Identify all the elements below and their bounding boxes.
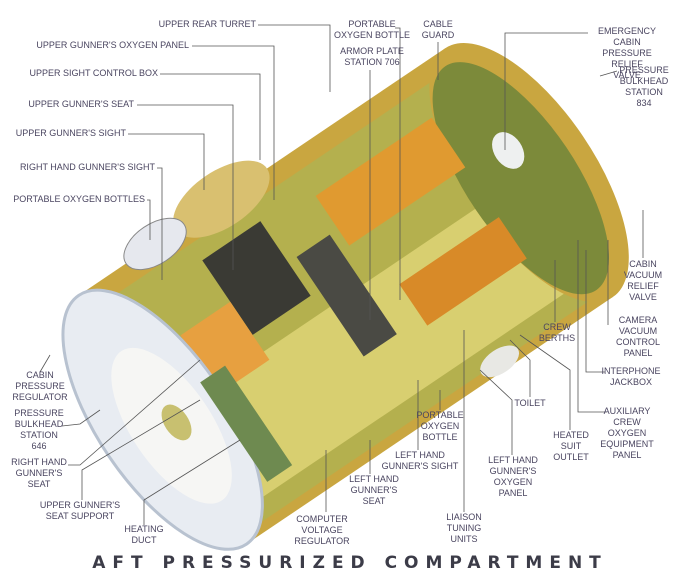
upper-gunner-seat <box>180 301 270 394</box>
label-camera-vacuum-control-panel: CAMERA VACUUM CONTROL PANEL <box>615 315 661 358</box>
label-portable-oxygen-bottle-top: PORTABLE OXYGEN BOTTLE <box>333 19 411 40</box>
label-upper-gunner-seat-support: UPPER GUNNER'S SEAT SUPPORT <box>39 500 121 521</box>
label-pressure-bulkhead-834: PRESSURE BULKHEAD STATION 834 <box>619 65 669 108</box>
label-auxiliary-crew-oxygen: AUXILIARY CREW OXYGEN EQUIPMENT PANEL <box>600 406 654 460</box>
label-heated-suit-outlet: HEATED SUIT OUTLET <box>553 430 589 462</box>
liaison-tuning-rack <box>296 234 397 357</box>
crew-berths <box>315 117 466 246</box>
label-cable-guard: CABLE GUARD <box>421 19 455 40</box>
leader-lines <box>39 24 644 525</box>
label-portable-oxygen-bottle-bottom: PORTABLE OXYGEN BOTTLE <box>416 410 464 442</box>
label-upper-gunner-oxygen-panel: UPPER GUNNER'S OXYGEN PANEL <box>36 40 189 50</box>
label-liaison-tuning-units: LIAISON TUNING UNITS <box>446 512 482 544</box>
equipment-rack <box>202 221 311 335</box>
label-right-hand-gunner-sight: RIGHT HAND GUNNER'S SIGHT <box>19 162 155 172</box>
bulkhead-hatch <box>492 132 525 169</box>
toilet <box>480 345 520 378</box>
label-left-hand-gunner-seat: LEFT HAND GUNNER'S SEAT <box>349 474 399 506</box>
label-upper-sight-control-box: UPPER SIGHT CONTROL BOX <box>29 68 158 78</box>
label-upper-rear-turret: UPPER REAR TURRET <box>158 19 256 29</box>
crew-berth-lower <box>399 217 527 326</box>
seat-support <box>200 365 293 482</box>
label-pressure-bulkhead-646: PRESSURE BULKHEAD STATION 646 <box>14 408 64 451</box>
label-upper-gunner-seat: UPPER GUNNER'S SEAT <box>28 99 134 109</box>
compartment-cylinder <box>61 43 629 551</box>
label-left-hand-gunner-sight: LEFT HAND GUNNER'S SIGHT <box>381 450 459 471</box>
label-interphone-jackbox: INTERPHONE JACKBOX <box>601 366 661 387</box>
upper-gunner-sight <box>123 217 187 271</box>
bulkhead-front-hatch <box>161 404 192 441</box>
label-computer-voltage-regulator: COMPUTER VOLTAGE REGULATOR <box>294 514 350 546</box>
label-right-hand-gunner-seat: RIGHT HAND GUNNER'S SEAT <box>11 457 67 489</box>
label-cabin-vacuum-relief-valve: CABIN VACUUM RELIEF VALVE <box>623 259 663 302</box>
bulkhead-834 <box>432 62 610 295</box>
label-armor-plate: ARMOR PLATE STATION 706 <box>340 46 404 67</box>
label-toilet: TOILET <box>514 398 546 408</box>
label-heating-duct: HEATING DUCT <box>124 524 164 545</box>
label-left-hand-gunner-oxygen-panel: LEFT HAND GUNNER'S OXYGEN PANEL <box>488 455 538 498</box>
diagram-title: AFT PRESSURIZED COMPARTMENT <box>92 553 608 573</box>
label-emergency-relief-valve: EMERGENCY CABIN PRESSURE RELIEF VALVE <box>597 26 656 80</box>
label-cabin-pressure-regulator: CABIN PRESSURE REGULATOR <box>12 370 68 402</box>
label-upper-gunner-sight: UPPER GUNNER'S SIGHT <box>15 128 126 138</box>
label-crew-berths: CREW BERTHS <box>538 322 576 343</box>
upper-rear-turret <box>173 160 270 238</box>
label-portable-oxygen-bottles: PORTABLE OXYGEN BOTTLES <box>13 194 145 204</box>
